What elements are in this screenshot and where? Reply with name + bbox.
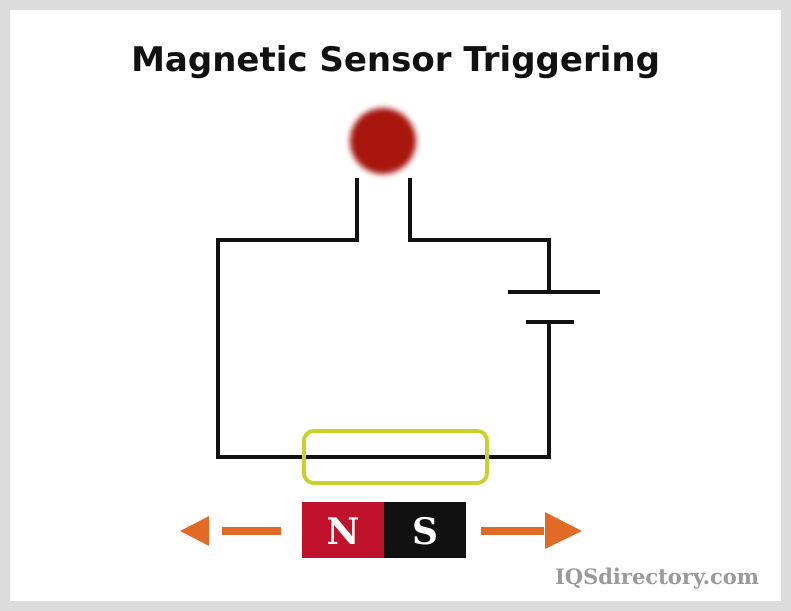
- watermark: IQSdirectory.com: [554, 564, 759, 589]
- led-light: [350, 108, 416, 174]
- magnet-south: [384, 502, 466, 558]
- south-label: S: [412, 511, 438, 553]
- magnet: N S: [302, 502, 466, 558]
- arrow-left-icon: [180, 516, 281, 546]
- magnet-north: [302, 502, 384, 558]
- battery-icon: [508, 290, 600, 324]
- north-label: N: [327, 511, 360, 553]
- reed-switch: [302, 429, 489, 485]
- diagram-title: Magnetic Sensor Triggering: [131, 40, 660, 80]
- circuit-wire: [216, 178, 551, 459]
- arrow-right-icon: [481, 512, 582, 549]
